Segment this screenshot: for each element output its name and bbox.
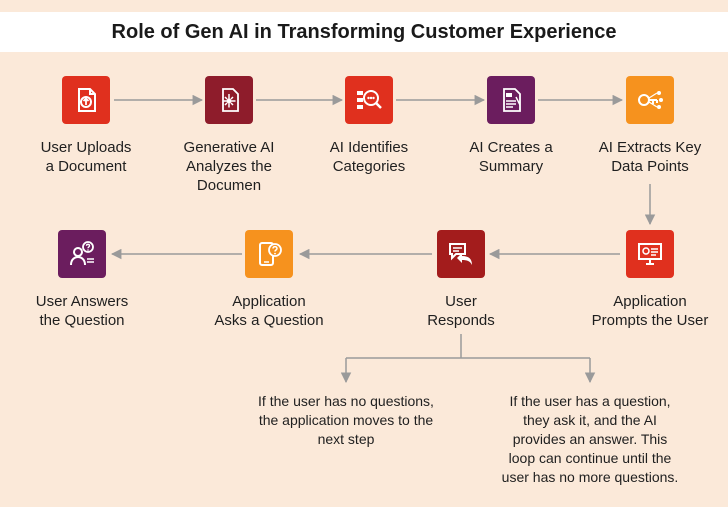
title-bar: Role of Gen AI in Transforming Customer …	[0, 12, 728, 52]
step-2: Generative AI Analyzes the Documen	[159, 76, 299, 195]
step-7: User Responds	[391, 230, 531, 330]
step-7-icon-box	[437, 230, 485, 278]
step-4: AI Creates a Summary	[441, 76, 581, 176]
step-6-icon-box	[626, 230, 674, 278]
magnifier-categories-icon	[357, 90, 382, 109]
step-9-icon-box	[58, 230, 106, 278]
step-4-icon-box	[487, 76, 535, 124]
step-9-label: User Answers the Question	[35, 293, 129, 329]
step-5-label: AI Extracts Key Data Points	[598, 139, 702, 175]
monitor-prompt-icon	[638, 243, 662, 265]
step-2-icon-box	[205, 76, 253, 124]
phone-question-icon	[259, 242, 282, 266]
step-1-icon-box	[62, 76, 110, 124]
document-upload-icon	[78, 88, 96, 112]
step-6: Application Prompts the User	[580, 230, 720, 330]
step-3-label: AI Identifies Categories	[329, 139, 409, 175]
step-6-label: Application Prompts the User	[591, 293, 709, 329]
step-5: AI Extracts Key Data Points	[580, 76, 720, 176]
ai-summary-icon	[503, 88, 521, 112]
user-question-icon	[70, 241, 94, 266]
page-title: Role of Gen AI in Transforming Customer …	[111, 20, 617, 43]
step-5-icon-box	[626, 76, 674, 124]
step-4-label: AI Creates a Summary	[469, 139, 553, 175]
step-8-label: Application Asks a Question	[214, 293, 324, 329]
branch-no-question: If the user has no questions, the applic…	[258, 393, 434, 447]
branch-has-question: If the user has a question, they ask it,…	[501, 393, 679, 485]
step-8: Application Asks a Question	[199, 230, 339, 330]
step-8-icon-box	[245, 230, 293, 278]
step-2-label: Generative AI Analyzes the Documen	[183, 139, 275, 194]
step-9: User Answers the Question	[12, 230, 152, 330]
chat-reply-icon	[449, 243, 472, 265]
key-data-points-icon	[638, 91, 663, 109]
step-7-label: User Responds	[427, 293, 495, 329]
step-3: AI Identifies Categories	[299, 76, 439, 176]
step-1-label: User Uploads a Document	[40, 139, 132, 175]
ai-document-icon	[222, 88, 239, 112]
step-3-icon-box	[345, 76, 393, 124]
step-1: User Uploads a Document	[16, 76, 156, 176]
